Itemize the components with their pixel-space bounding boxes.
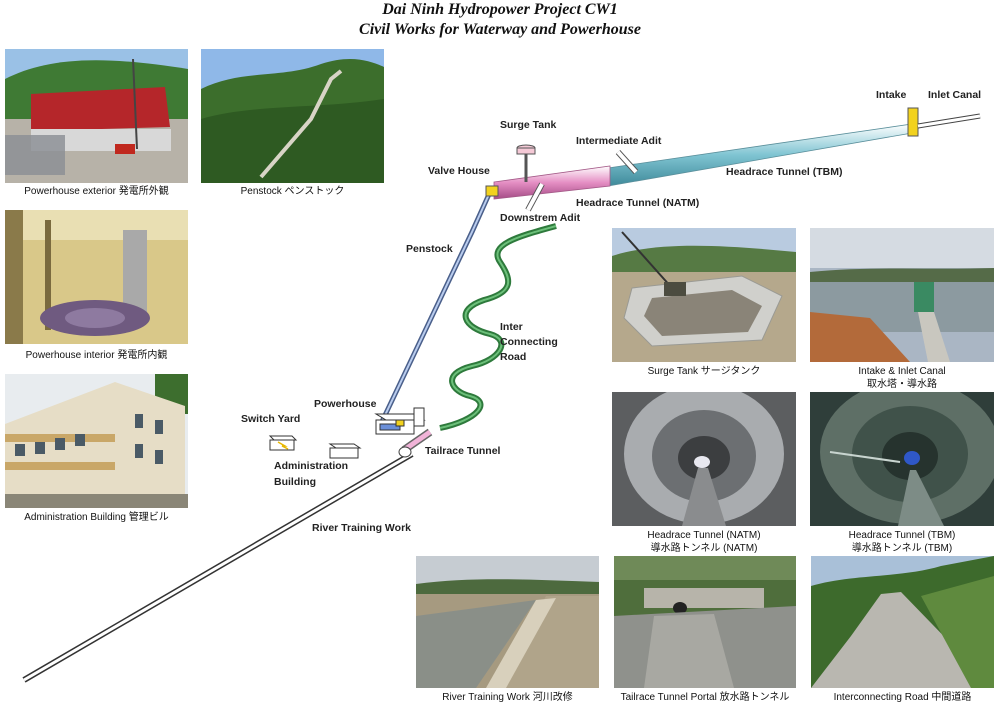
photo-surge-tank: Surge Tank サージタンク [612, 228, 796, 377]
photo-administration-building: Administration Building 管理ビル [5, 374, 188, 524]
headrace-natm-image [612, 392, 796, 526]
headrace-tbm-image [810, 392, 994, 526]
photo-powerhouse-exterior: Powerhouse exterior 発電所外観 [5, 49, 188, 198]
label-tailrace-tunnel: Tailrace Tunnel [425, 445, 501, 457]
photo-interconnecting-road: Interconnecting Road 中間道路 [811, 556, 994, 704]
caption-tailrace-portal: Tailrace Tunnel Portal 放水路トンネル [620, 692, 790, 703]
surge-tank-shape [516, 144, 536, 182]
label-river-training: River Training Work [312, 522, 411, 534]
caption-intake-line-2: 取水塔・導水路 [867, 379, 937, 390]
photo-powerhouse-interior: Powerhouse interior 発電所内観 [5, 210, 188, 362]
photo-tailrace-portal: Tailrace Tunnel Portal 放水路トンネル [614, 556, 796, 704]
caption-surge-tank: Surge Tank サージタンク [647, 366, 761, 377]
label-administration-line-1: Administration [274, 460, 349, 472]
switch-yard-shape [268, 435, 298, 451]
photo-penstock: Penstock ペンストック [201, 49, 384, 198]
caption-headrace-natm-line-1: Headrace Tunnel (NATM) [647, 530, 761, 541]
valve-house-shape [485, 185, 499, 197]
label-valve-house: Valve House [428, 165, 490, 177]
caption-powerhouse-interior: Powerhouse interior 発電所内観 [25, 350, 168, 361]
powerhouse-shape [374, 407, 426, 435]
caption-penstock: Penstock ペンストック [240, 186, 345, 197]
downstream-adit-shape [525, 182, 545, 212]
label-surge-tank: Surge Tank [500, 119, 557, 131]
label-intermediate-adit: Intermediate Adit [576, 135, 662, 147]
caption-administration-building: Administration Building 管理ビル [24, 512, 169, 523]
label-intake: Intake [876, 89, 907, 101]
title-line-2: Civil Works for Waterway and Powerhouse [359, 21, 641, 38]
label-inter-road-line-2: Connecting [500, 336, 558, 348]
label-inlet-canal: Inlet Canal [928, 89, 982, 101]
tailrace-portal-image [614, 556, 796, 688]
powerhouse-interior-image [5, 210, 188, 344]
photo-intake-inlet-canal: Intake & Inlet Canal 取水塔・導水路 [810, 228, 994, 390]
penstock-shape [375, 190, 493, 432]
intake-shape [907, 107, 981, 137]
photo-river-training: River Training Work 河川改修 [416, 556, 599, 704]
label-headrace-tbm: Headrace Tunnel (TBM) [726, 166, 843, 178]
caption-headrace-tbm-line-2: 導水路トンネル (TBM) [851, 543, 953, 554]
caption-intake-line-1: Intake & Inlet Canal [858, 366, 946, 377]
caption-river-training: River Training Work 河川改修 [442, 692, 573, 703]
label-downstream-adit: Downstrem Adit [500, 212, 581, 224]
headrace-natm-shape [493, 165, 611, 200]
surge-tank-image [612, 228, 796, 362]
title-line-1: Dai Ninh Hydropower Project CW1 [382, 1, 618, 18]
penstock-image [201, 49, 384, 183]
label-inter-road-line-3: Road [500, 351, 527, 363]
caption-headrace-tbm-line-1: Headrace Tunnel (TBM) [848, 530, 956, 541]
photo-headrace-natm: Headrace Tunnel (NATM) 導水路トンネル (NATM) [612, 392, 796, 554]
intermediate-adit-shape [615, 149, 639, 175]
powerhouse-exterior-image [5, 49, 188, 183]
label-switch-yard: Switch Yard [241, 413, 301, 425]
label-penstock: Penstock [406, 243, 453, 255]
caption-headrace-natm-line-2: 導水路トンネル (NATM) [650, 543, 758, 554]
interconnecting-road-shape [439, 223, 557, 431]
river-training-image [416, 556, 599, 688]
river-training-line [22, 451, 414, 683]
label-administration-line-2: Building [274, 476, 316, 488]
label-inter-road-line-1: Inter [500, 321, 523, 333]
interconnecting-road-image [811, 556, 994, 688]
administration-building-image [5, 374, 188, 508]
label-headrace-natm: Headrace Tunnel (NATM) [576, 197, 700, 209]
label-powerhouse: Powerhouse [314, 398, 377, 410]
administration-building-shape [328, 443, 362, 459]
photo-headrace-tbm: Headrace Tunnel (TBM) 導水路トンネル (TBM) [810, 392, 994, 554]
caption-powerhouse-exterior: Powerhouse exterior 発電所外観 [24, 186, 169, 197]
intake-inlet-canal-image [810, 228, 994, 362]
tailrace-tunnel-shape [398, 428, 433, 458]
caption-interconnecting-road: Interconnecting Road 中間道路 [833, 692, 972, 703]
